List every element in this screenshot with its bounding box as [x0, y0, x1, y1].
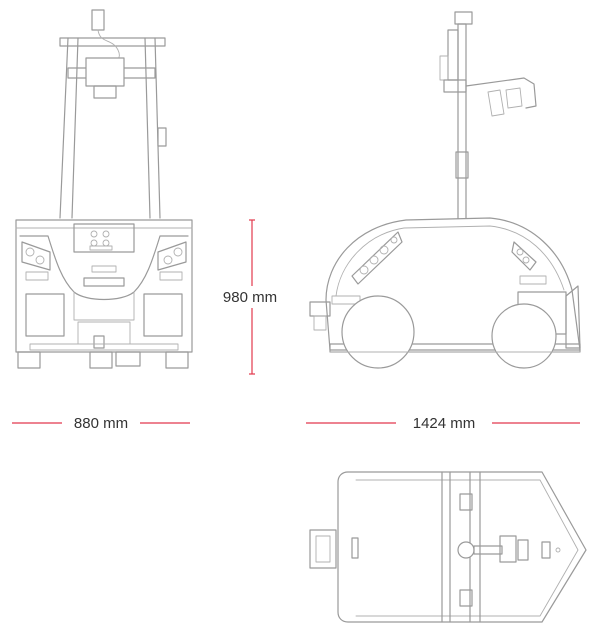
side-mast: [439, 11, 537, 221]
front-sensor-head: [85, 57, 125, 87]
height-dimension-label: 980 mm: [223, 289, 277, 306]
side-view: [309, 11, 581, 369]
front-view: [15, 9, 193, 369]
width-dimension: 880 mm: [12, 415, 190, 432]
rear-wheel: [491, 303, 557, 369]
length-dimension-label: 1424 mm: [413, 415, 476, 432]
front-body: [15, 219, 193, 369]
width-dimension-label: 880 mm: [74, 415, 128, 432]
top-view: [309, 471, 587, 623]
height-dimension: 980 mm: [223, 219, 277, 375]
top-mast: [457, 541, 475, 559]
front-mast: [59, 9, 167, 219]
front-wheel: [341, 295, 415, 369]
top-hitch: [309, 529, 337, 569]
length-dimension: 1424 mm: [306, 415, 580, 432]
